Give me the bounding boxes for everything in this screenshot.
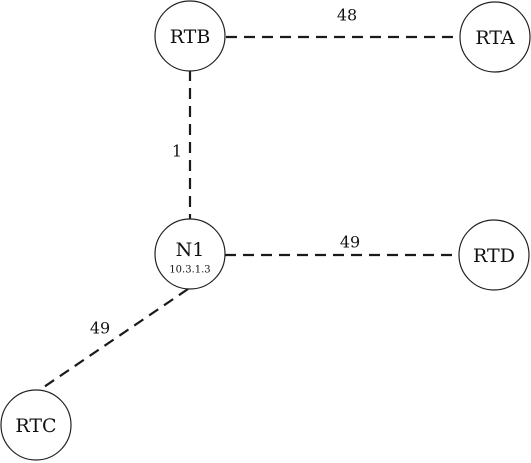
node-rtc-label: RTC bbox=[15, 415, 56, 437]
edge-cost-n1-rtc: 49 bbox=[90, 319, 110, 338]
node-rtc: RTC bbox=[0, 389, 72, 461]
node-rta-label: RTA bbox=[475, 27, 515, 49]
node-rtd-circle bbox=[458, 219, 530, 291]
node-rtd-label: RTD bbox=[473, 245, 515, 267]
node-rtd: RTD bbox=[458, 219, 530, 291]
node-rtb-label: RTB bbox=[170, 26, 211, 48]
node-rta-circle bbox=[459, 1, 531, 73]
node-rtc-circle bbox=[0, 389, 72, 461]
node-n1: N1 10.3.1.3 bbox=[154, 218, 226, 290]
edge-cost-rtb-n1: 1 bbox=[172, 142, 182, 161]
node-rtb-circle bbox=[154, 0, 226, 72]
node-n1-address: 10.3.1.3 bbox=[169, 265, 210, 276]
node-n1-label: N1 bbox=[176, 239, 205, 261]
edge-n1-rtc bbox=[37, 288, 189, 392]
edge-cost-n1-rtd: 49 bbox=[340, 233, 360, 252]
edge-cost-rtb-rta: 48 bbox=[337, 6, 357, 25]
node-n1-circle bbox=[154, 218, 226, 290]
node-rta: RTA bbox=[459, 1, 531, 73]
node-rtb: RTB bbox=[154, 0, 226, 72]
